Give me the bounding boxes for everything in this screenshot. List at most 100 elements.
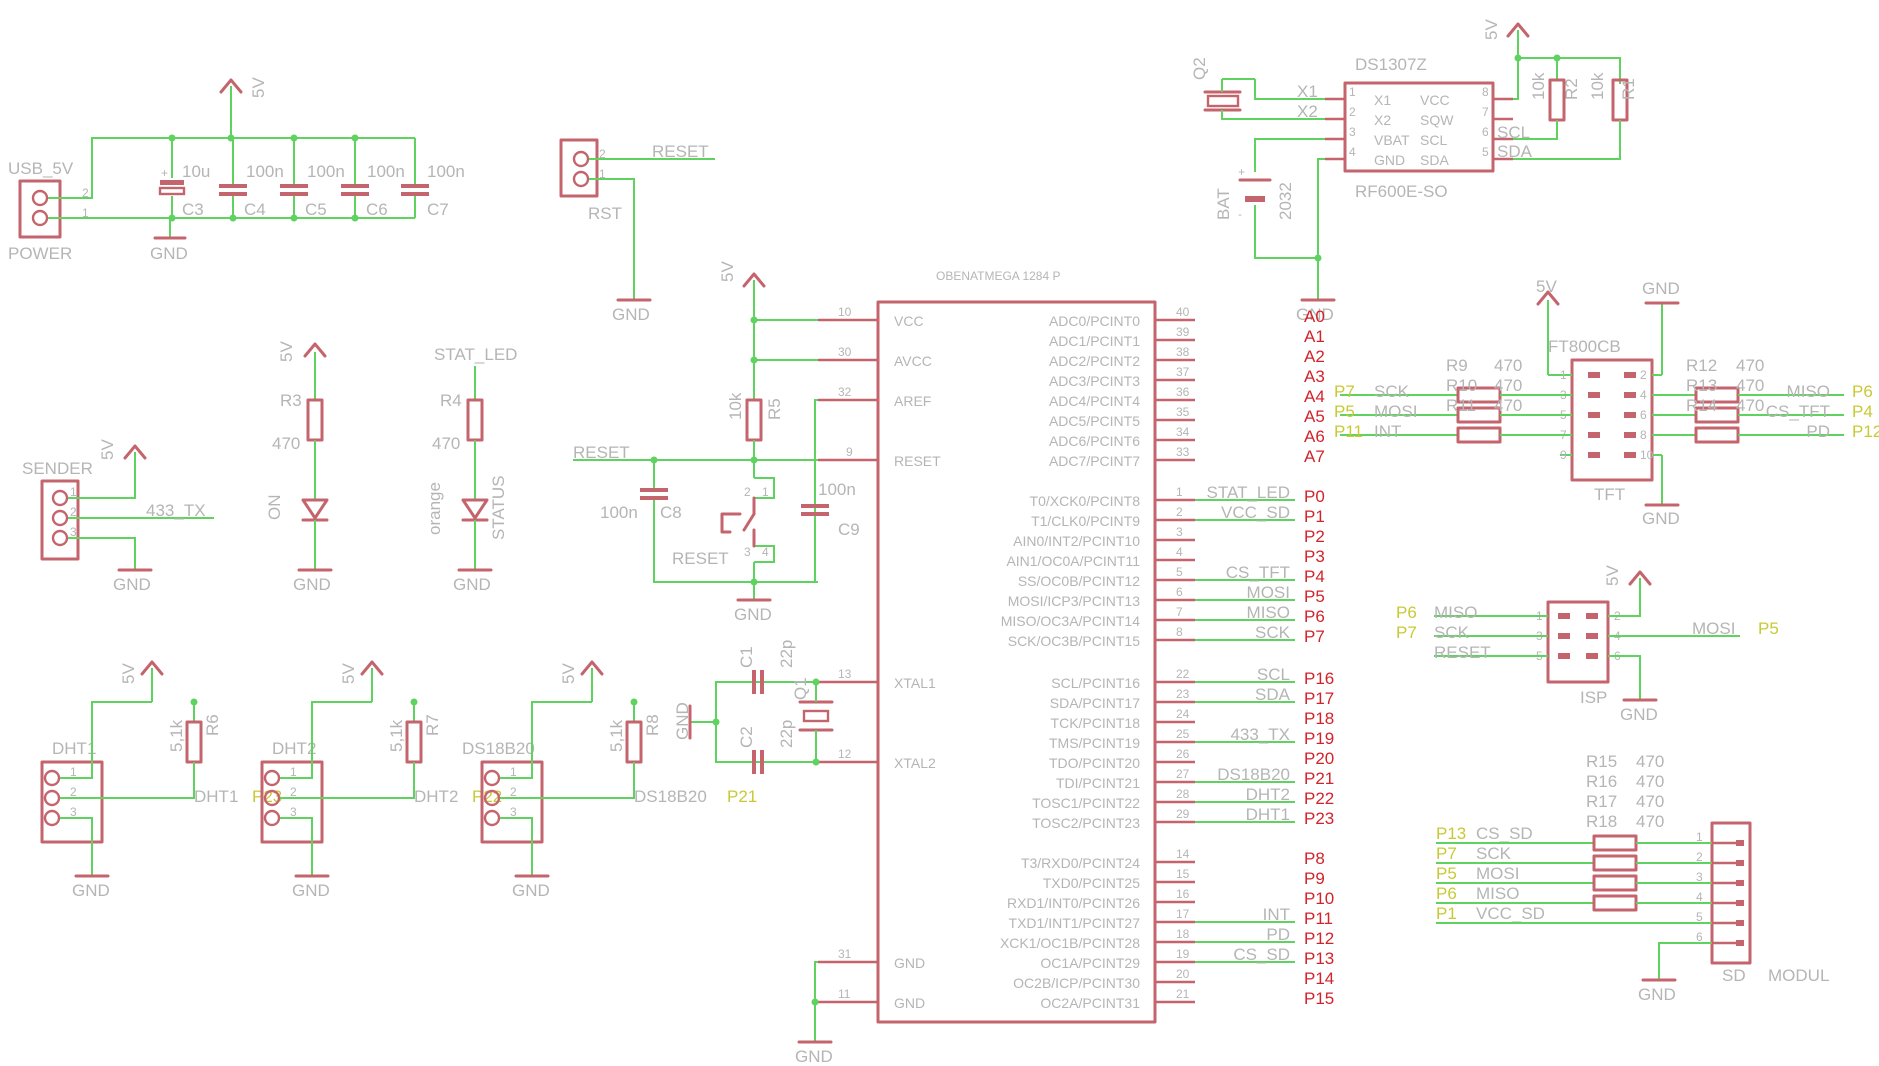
mcu-net-tag: P13 — [1304, 949, 1334, 968]
mcu-pin-num: 20 — [1176, 967, 1190, 981]
mcu-reset-gnd: GND — [734, 605, 772, 624]
sensor-net: DS18B20 — [634, 787, 707, 806]
c6-name: C6 — [366, 200, 388, 219]
mcu-net-label: SDA — [1255, 685, 1291, 704]
mcu-net-label: STAT_LED — [1207, 483, 1290, 502]
sensor-net: DHT2 — [414, 787, 458, 806]
mcu-pin-num: 16 — [1176, 887, 1190, 901]
svg-text:AVCC: AVCC — [894, 353, 932, 369]
mcu-pin-num: 7 — [1176, 605, 1183, 619]
mcu-pin-name: TCK/PCINT18 — [1051, 715, 1141, 731]
sd-net: MOSI — [1476, 864, 1519, 883]
svg-text:2: 2 — [510, 785, 517, 799]
mcu-pin-name: MISO/OC3A/PCINT14 — [1001, 613, 1140, 629]
tft-vcc: 5V — [1536, 277, 1557, 296]
sd-r-value: 470 — [1636, 792, 1664, 811]
sd-tag: P6 — [1436, 884, 1457, 903]
sd-net: MISO — [1476, 884, 1519, 903]
sd-modul: MODUL — [1768, 966, 1829, 985]
ds-num-4: 4 — [1349, 145, 1356, 159]
rtc-gnd-label: GND — [1296, 305, 1334, 324]
usb-connector — [18, 179, 62, 239]
mcu-pin-name: ADC0/PCINT0 — [1049, 313, 1140, 329]
mcu-net-label: MOSI — [1247, 583, 1290, 602]
ds-num-2: 2 — [1349, 105, 1356, 119]
mcu-pin-name: TDO/PCINT20 — [1049, 755, 1140, 771]
on-led-label: ON — [265, 495, 284, 521]
mcu-net-tag: P8 — [1304, 849, 1325, 868]
cap-c6: 100n C6 — [341, 138, 405, 219]
ds-num-7: 7 — [1482, 105, 1489, 119]
tft-right-r-name: R14 — [1686, 396, 1717, 415]
sensor-gnd: GND — [512, 881, 550, 900]
ds1307-name: DS1307Z — [1355, 55, 1427, 74]
sender-net: 433_TX — [146, 501, 206, 520]
svg-text:1: 1 — [762, 485, 769, 499]
cap-c5: 100n C5 — [280, 138, 345, 219]
svg-text:5: 5 — [1696, 910, 1703, 924]
sensor-vcc: 5V — [339, 663, 358, 684]
svg-text:4: 4 — [1696, 890, 1703, 904]
mcu-net-tag: A6 — [1304, 427, 1325, 446]
mcu-net-tag: P18 — [1304, 709, 1334, 728]
mcu-net-tag: P19 — [1304, 729, 1334, 748]
on-led-section: 5V R3 470 ON GND — [265, 341, 333, 594]
svg-text:12: 12 — [838, 747, 852, 761]
svg-text:GND: GND — [894, 955, 925, 971]
rtc-vcc-label: 5V — [1482, 19, 1501, 40]
r4-value: 470 — [432, 434, 460, 453]
rst-pin2-num: 2 — [599, 147, 606, 161]
svg-text:4: 4 — [1640, 388, 1647, 402]
svg-text:3: 3 — [70, 525, 77, 539]
mcu-pin-num: 2 — [1176, 505, 1183, 519]
mcu-pin-name: TXD1/INT1/PCINT27 — [1009, 915, 1141, 931]
mcu-net-label: SCK — [1255, 623, 1291, 642]
mcu-pin-name: SCL/PCINT16 — [1051, 675, 1140, 691]
cap-c7: 100n C7 — [401, 138, 465, 219]
power-section: USB_5V POWER 2 1 5V GND + 10u C3 100n C4 — [8, 77, 465, 263]
tft-right-r-name: R13 — [1686, 376, 1717, 395]
tft-right-net: PD — [1806, 422, 1830, 441]
c4-name: C4 — [244, 200, 266, 219]
c7-value: 100n — [427, 162, 465, 181]
rtc-section: DS1307Z RF600E-SO X1 X2 VBAT GND VCC SQW… — [1190, 19, 1638, 324]
c8-name: C8 — [660, 503, 682, 522]
c4-value: 100n — [246, 162, 284, 181]
svg-text:4: 4 — [762, 545, 769, 559]
mcu-pin-name: TDI/PCINT21 — [1056, 775, 1140, 791]
mcu-pin-num: 26 — [1176, 747, 1190, 761]
tft-chip: FT800CB — [1548, 337, 1621, 356]
sensor-r-name: R6 — [203, 714, 222, 736]
isp-vcc: 5V — [1603, 565, 1622, 586]
c1-name: C1 — [737, 646, 756, 668]
ds-pin-vcc: VCC — [1420, 92, 1450, 108]
crystal-q2: Q2 — [1190, 57, 1242, 112]
svg-text:2: 2 — [1696, 850, 1703, 864]
ds-pin-sqw: SQW — [1420, 112, 1454, 128]
ds-pin-vbat: VBAT — [1374, 132, 1410, 148]
mcu-pin-name: AIN0/INT2/PCINT10 — [1013, 533, 1140, 549]
svg-text:XTAL2: XTAL2 — [894, 755, 936, 771]
tft-gnd-top: GND — [1642, 279, 1680, 298]
mcu-pin-name: XCK1/OC1B/PCINT28 — [1000, 935, 1140, 951]
isp-mosi-net: MOSI — [1692, 619, 1735, 638]
mcu-net-tag: P10 — [1304, 889, 1334, 908]
mcu-pin-name: SCK/OC3B/PCINT15 — [1008, 633, 1140, 649]
mcu-pin-num: 37 — [1176, 365, 1190, 379]
svg-text:2: 2 — [70, 505, 77, 519]
tft-right-net: MISO — [1787, 382, 1830, 401]
xtal-gnd-label: GND — [673, 702, 692, 740]
mcu-net-tag: P17 — [1304, 689, 1334, 708]
mcu-pin-num: 6 — [1176, 585, 1183, 599]
sd-r-name: R16 — [1586, 772, 1617, 791]
mcu-pin-num: 1 — [1176, 485, 1183, 499]
mcu-pin-name: OC2B/ICP/PCINT30 — [1013, 975, 1140, 991]
x1-net — [1254, 79, 1325, 100]
rst-pin1-num: 1 — [599, 167, 606, 181]
c5-name: C5 — [305, 200, 327, 219]
tft-right-tag: P12 — [1852, 422, 1879, 441]
svg-text:13: 13 — [838, 667, 852, 681]
